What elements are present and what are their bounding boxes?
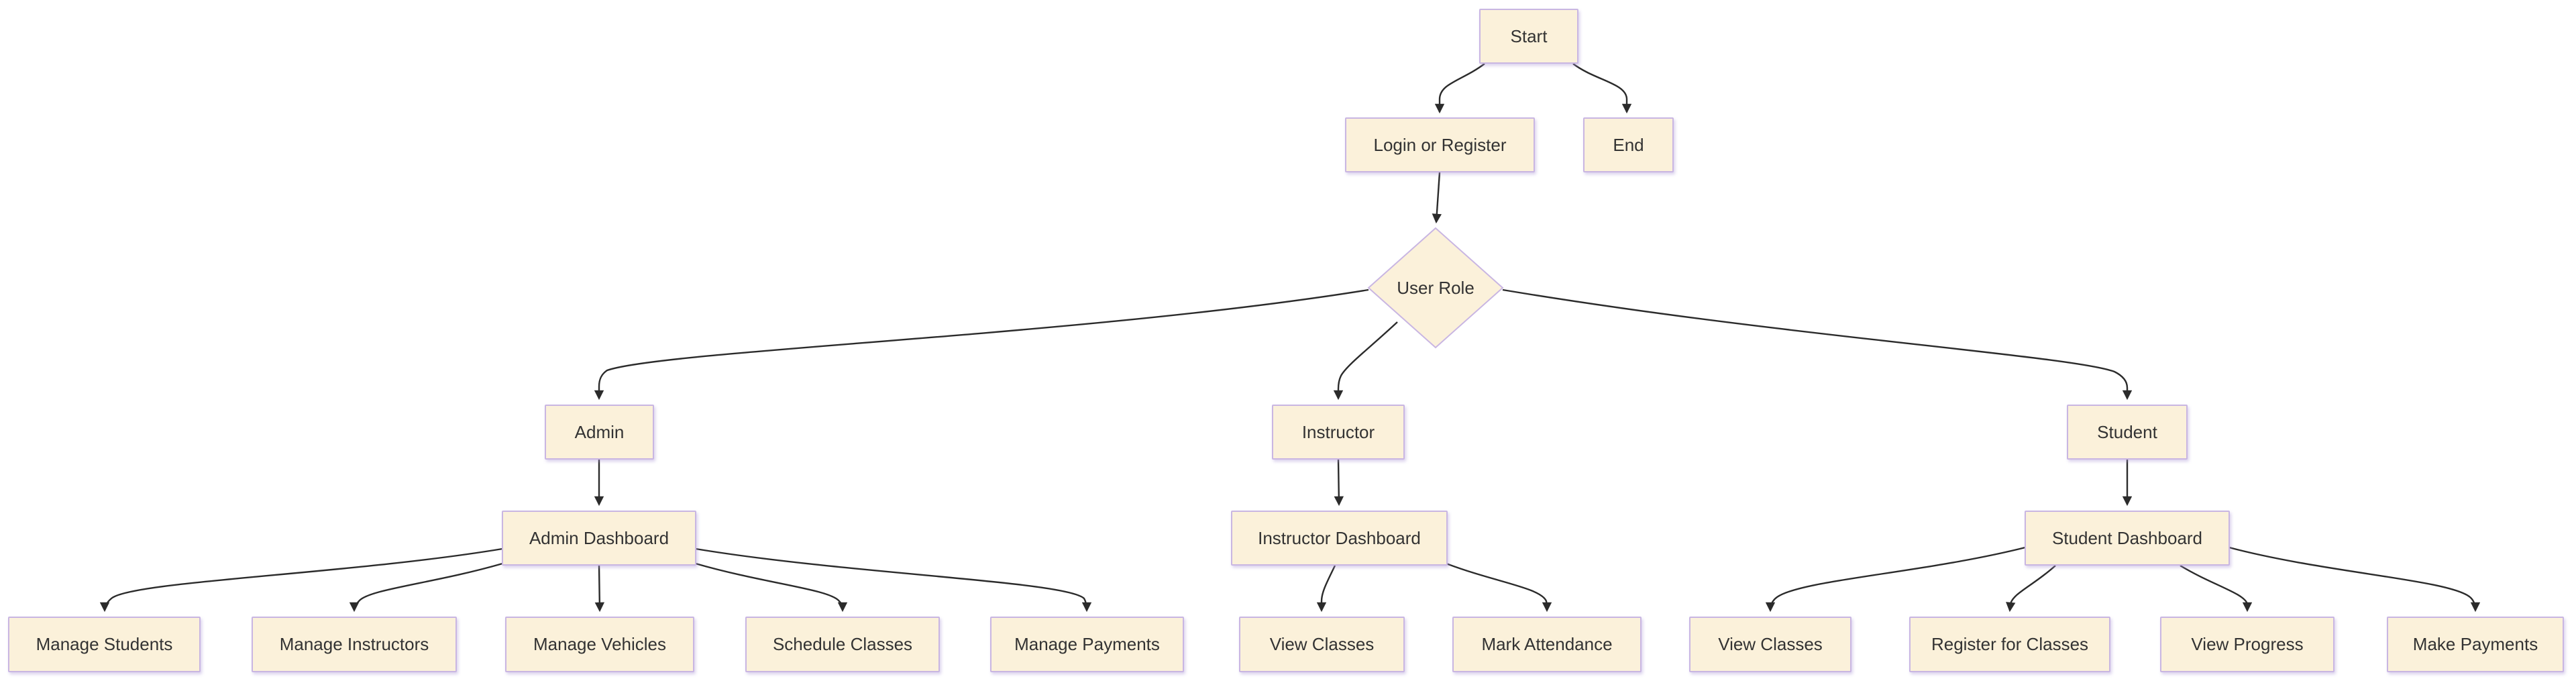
node-login-or-register: Login or Register [1345, 117, 1535, 172]
node-end: End [1583, 117, 1674, 172]
edge-start-end [1572, 63, 1632, 114]
node-user-role: User Role [1397, 277, 1474, 298]
edge-student-dashboard-view-progress [2180, 564, 2253, 613]
edge-instructor-dashboard-view-classes [1316, 565, 1336, 613]
node-register-for-classes: Register for Classes [1909, 617, 2110, 672]
edge-user-role-instructor [1333, 321, 1398, 401]
node-view-classes-student: View Classes [1689, 617, 1851, 672]
edge-student-dashboard-make-payments [2229, 546, 2481, 613]
edge-admin-dashboard-manage-vehicles [594, 565, 605, 613]
edge-admin-dashboard-manage-payments [695, 547, 1092, 613]
node-manage-vehicles: Manage Vehicles [505, 617, 694, 672]
node-start: Start [1479, 9, 1578, 64]
user-role-diamond-shape [1367, 227, 1504, 349]
node-view-classes-instructor: View Classes [1239, 617, 1405, 672]
edge-admin-dashboard-schedule-classes [695, 562, 848, 613]
edge-admin-dashboard-manage-instructors [349, 562, 503, 613]
node-admin-dashboard: Admin Dashboard [502, 511, 696, 566]
edge-instructor-instructor-dashboard [1334, 459, 1344, 507]
node-student: Student [2067, 405, 2188, 460]
node-instructor-dashboard: Instructor Dashboard [1231, 511, 1448, 566]
edge-user-role-admin [594, 288, 1369, 401]
node-manage-students: Manage Students [8, 617, 201, 672]
node-manage-instructors: Manage Instructors [252, 617, 457, 672]
edge-instructor-dashboard-mark-attendance [1446, 562, 1552, 613]
node-mark-attendance: Mark Attendance [1452, 617, 1642, 672]
edge-admin-dashboard-manage-students [99, 547, 503, 613]
node-make-payments: Make Payments [2387, 617, 2564, 672]
edge-login-user-role [1432, 172, 1442, 224]
edge-student-dashboard-register-for-classes [2006, 565, 2056, 613]
node-student-dashboard: Student Dashboard [2025, 511, 2230, 566]
node-instructor: Instructor [1272, 405, 1405, 460]
node-admin: Admin [545, 405, 654, 460]
edge-start-login [1434, 63, 1485, 114]
node-view-progress: View Progress [2160, 617, 2334, 672]
edge-student-dashboard-view-classes [1765, 546, 2026, 613]
edge-user-role-student [1502, 288, 2133, 401]
node-manage-payments: Manage Payments [990, 617, 1184, 672]
node-schedule-classes: Schedule Classes [745, 617, 940, 672]
